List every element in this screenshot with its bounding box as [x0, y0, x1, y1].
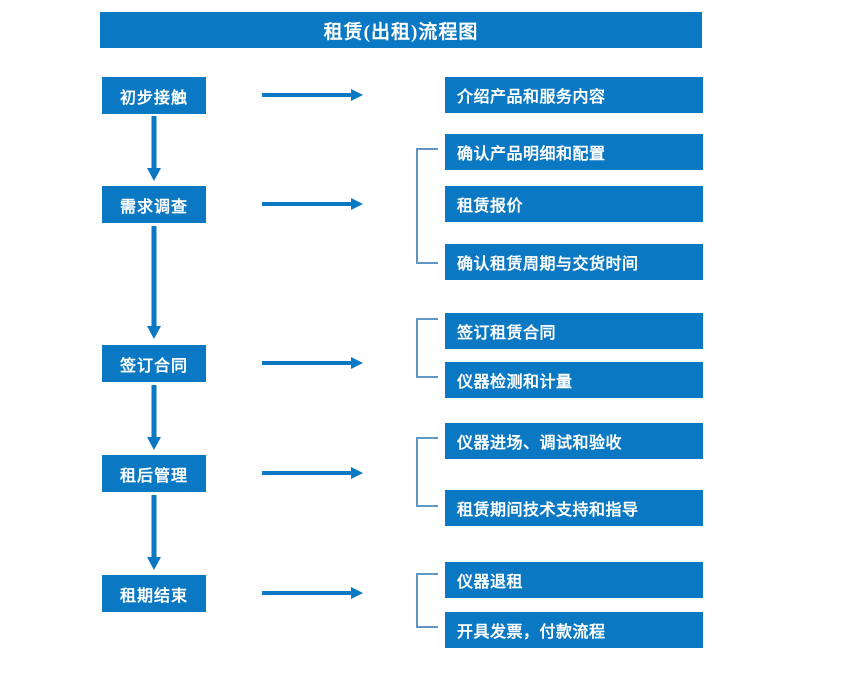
group-bracket-post-rental-management — [416, 437, 438, 507]
stage-box-initial-contact[interactable]: 初步接触 — [102, 77, 206, 114]
stage-box-rental-end[interactable]: 租期结束 — [102, 575, 206, 612]
detail-box-confirm-product-details[interactable]: 确认产品明细和配置 — [445, 134, 703, 170]
down-arrow-icon-management-to-end — [145, 495, 163, 571]
detail-box-instrument-installation[interactable]: 仪器进场、调试和验收 — [445, 423, 703, 459]
right-arrow-icon-contract — [262, 355, 364, 371]
detail-box-instrument-return[interactable]: 仪器退租 — [445, 562, 703, 598]
right-arrow-icon-rental-end — [262, 585, 364, 601]
group-bracket-rental-end — [416, 573, 438, 628]
detail-box-rental-quotation[interactable]: 租赁报价 — [445, 186, 703, 222]
detail-box-invoice-payment[interactable]: 开具发票，付款流程 — [445, 612, 703, 648]
stage-box-post-rental-management[interactable]: 租后管理 — [102, 455, 206, 492]
group-bracket-needs-survey — [416, 148, 438, 264]
stage-box-sign-contract[interactable]: 签订合同 — [102, 345, 206, 382]
down-arrow-icon-survey-to-contract — [145, 226, 163, 340]
down-arrow-icon-contract-to-management — [145, 385, 163, 451]
right-arrow-icon-contact — [262, 87, 364, 103]
right-arrow-icon-survey — [262, 196, 364, 212]
stage-box-needs-survey[interactable]: 需求调查 — [102, 186, 206, 223]
detail-box-technical-support[interactable]: 租赁期间技术支持和指导 — [445, 490, 703, 526]
diagram-title: 租赁(出租)流程图 — [100, 12, 702, 48]
group-bracket-sign-contract — [416, 318, 438, 378]
detail-box-sign-rental-contract[interactable]: 签订租赁合同 — [445, 313, 703, 349]
detail-box-confirm-period-delivery[interactable]: 确认租赁周期与交货时间 — [445, 244, 703, 280]
right-arrow-icon-management — [262, 465, 364, 481]
detail-box-introduce-products[interactable]: 介绍产品和服务内容 — [445, 77, 703, 113]
detail-box-instrument-inspection[interactable]: 仪器检测和计量 — [445, 362, 703, 398]
down-arrow-icon-contact-to-survey — [145, 116, 163, 182]
